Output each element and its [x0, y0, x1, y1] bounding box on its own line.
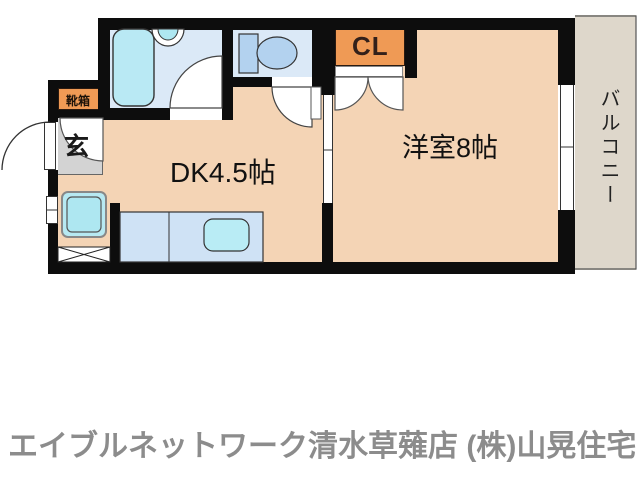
closet-label: CL	[352, 31, 389, 61]
washing-machine-drum	[66, 196, 102, 233]
shoebox-label: 靴箱	[66, 94, 91, 108]
toilet-tank-icon	[238, 33, 259, 74]
bath-door-opening	[170, 108, 222, 120]
wall-bottom	[48, 262, 575, 274]
hatch-x	[57, 246, 111, 263]
wall-closet-right	[405, 18, 417, 78]
sliding-door	[323, 95, 333, 203]
balcony-label: バルコニー	[597, 88, 619, 208]
kitchen-sink-icon	[203, 218, 250, 252]
wall-kitchen-left	[110, 203, 120, 262]
wall-right-upper	[558, 18, 575, 85]
closet-door-left	[334, 76, 369, 111]
bathtub-icon	[112, 28, 155, 107]
wall-toilet-closet	[312, 18, 335, 95]
dk-label: DK4.5帖	[170, 157, 276, 188]
closet-door-right	[367, 76, 404, 111]
wall-left-3	[48, 224, 58, 272]
wall-under-shoebox	[55, 110, 103, 118]
balcony-outline	[575, 15, 637, 270]
western-room-label: 洋室8帖	[402, 133, 499, 163]
bath-door-swing	[169, 55, 223, 109]
wall-left-1	[48, 80, 58, 122]
bathroom-sink-bowl	[157, 28, 179, 41]
wall-partition-upper	[322, 87, 333, 95]
toilet-door-opening	[272, 77, 312, 87]
wall-right-lower	[558, 210, 575, 272]
toilet-bowl-icon	[256, 36, 298, 70]
toilet-door-leaf	[310, 86, 322, 120]
footer-caption: エイブルネットワーク清水草薙店 (株)山晃住宅	[8, 430, 637, 463]
wall-left-2	[48, 170, 58, 196]
wall-ext-top	[48, 80, 102, 88]
wall-bath-toilet	[222, 18, 233, 120]
toilet-door-swing	[271, 86, 313, 128]
wall-bath-bottom	[98, 108, 170, 120]
entrance-label: 玄	[64, 133, 90, 161]
wall-partition-lower	[322, 203, 333, 262]
entry-door-arc	[1, 121, 51, 171]
wall-top	[100, 18, 575, 30]
wall-toilet-bottom	[222, 77, 272, 87]
balcony-area	[575, 15, 636, 270]
wall-bath-left	[98, 18, 110, 120]
entrance-door-swing	[59, 117, 104, 162]
